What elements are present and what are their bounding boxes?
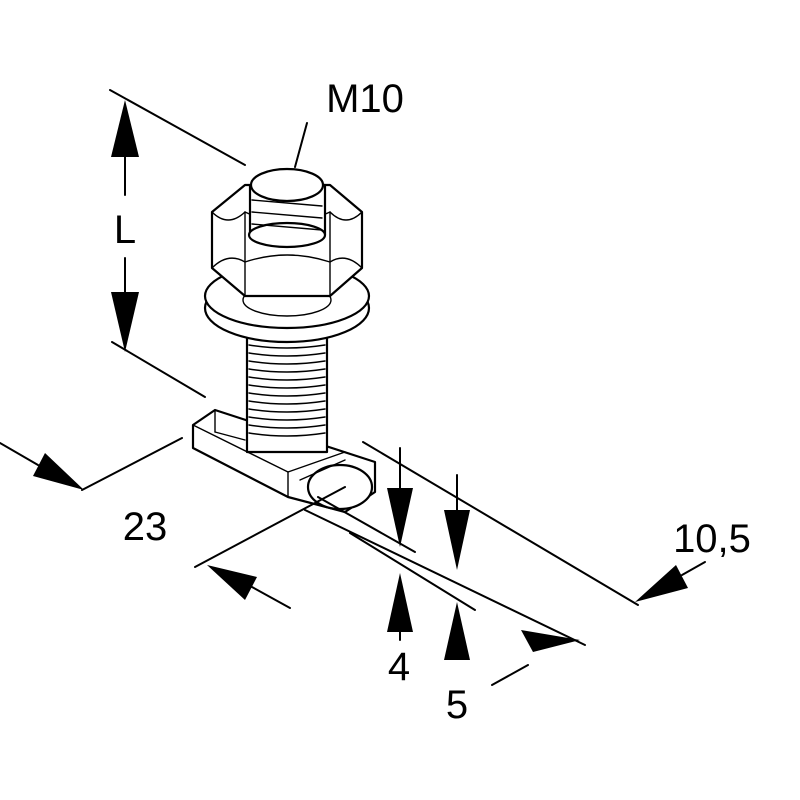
arrow-down-left — [635, 565, 688, 602]
leader-line — [294, 122, 308, 168]
arrow-5-up — [444, 602, 470, 660]
thread-line — [248, 384, 326, 389]
arrow-up — [111, 100, 139, 157]
threaded-shaft — [245, 333, 329, 454]
thread-line — [248, 368, 326, 373]
bolt-assembly — [191, 167, 377, 514]
dimension-thread: M10 — [294, 77, 404, 168]
thread-line — [248, 344, 326, 349]
tip-thread-3 — [251, 223, 323, 231]
thread-line — [248, 392, 326, 397]
arrow-left-pointing — [207, 565, 257, 600]
dimension-width: 23 — [0, 437, 346, 609]
extension-line-back — [362, 441, 639, 606]
thread-label: M10 — [326, 77, 404, 121]
depth-label: 10,5 — [673, 517, 751, 561]
extension-line-top — [109, 89, 246, 166]
tip-top — [249, 167, 325, 203]
thread-line — [248, 352, 326, 357]
thread-line — [248, 360, 326, 365]
dim-tail-bottom — [491, 664, 529, 686]
dimension-length: L — [109, 89, 246, 398]
plate-detail — [299, 459, 346, 481]
width-label: 23 — [123, 505, 168, 549]
plate-edge-top — [287, 451, 346, 473]
extension-line-bottom — [111, 341, 206, 398]
dimension-height-5: 5 — [444, 474, 470, 727]
thread-line — [248, 416, 326, 421]
dim-tail-right — [251, 586, 291, 609]
shaft-threads — [248, 344, 326, 437]
thread-line — [248, 400, 326, 405]
thread-line — [248, 432, 326, 437]
extension-line-left — [81, 437, 183, 491]
arrow-4-down — [387, 488, 413, 547]
plate-edge — [192, 424, 289, 473]
dimension-depth: 10,5 — [304, 441, 751, 686]
dim-tail-top — [681, 561, 706, 576]
extension-line-front — [304, 509, 586, 646]
plate-notch-line — [214, 431, 246, 441]
extension-line-4-bottom — [349, 532, 476, 611]
arrow-4-up — [387, 573, 413, 632]
arrow-5-down — [444, 510, 470, 570]
thread-line — [248, 376, 326, 381]
height-4-label: 4 — [388, 645, 410, 689]
tip-thread-2 — [251, 211, 323, 219]
dimension-height-4: 4 — [317, 447, 476, 689]
thread-line — [248, 408, 326, 413]
bolt-tip — [247, 167, 327, 249]
arrow-up-right — [521, 630, 580, 652]
extension-line-right — [194, 486, 346, 568]
tip-thread-1 — [251, 199, 323, 207]
arrow-right-pointing — [33, 453, 84, 490]
extension-line-4-top — [317, 496, 416, 553]
arrow-down — [111, 292, 139, 352]
dim-tail-left — [0, 442, 39, 466]
nut-chamfer-bottom — [211, 254, 363, 269]
height-5-label: 5 — [446, 683, 468, 727]
length-label: L — [114, 208, 136, 252]
thread-line — [248, 424, 326, 429]
